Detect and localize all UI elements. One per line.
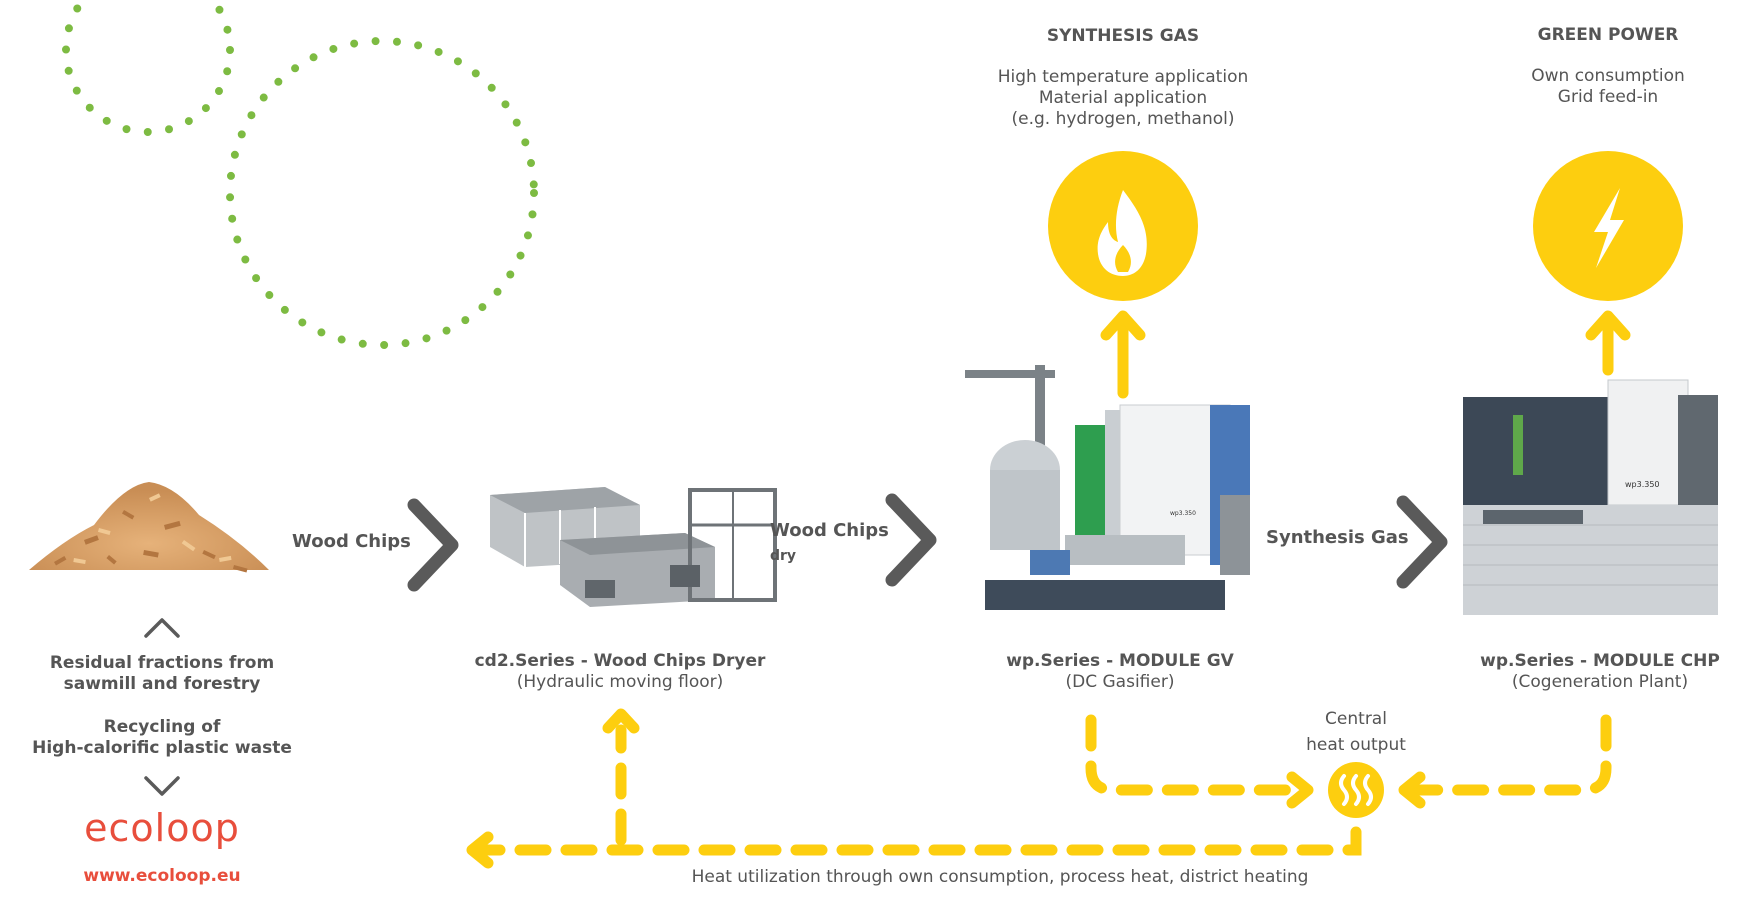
dryer-subtitle: (Hydraulic moving floor): [516, 672, 724, 692]
flow-label-synthesis-gas: Synthesis Gas: [1266, 527, 1409, 548]
arrow-up-to-synthesis: [1100, 310, 1146, 399]
chp-subtitle: (Cogeneration Plant): [1511, 672, 1689, 692]
ecoloop-logo: ecoloop: [84, 806, 240, 850]
chp-badge: wp3.350: [1625, 480, 1660, 489]
flame-icon: [1097, 190, 1147, 276]
wood-chips-pile-image: [29, 482, 269, 573]
heat-utilization-caption: Heat utilization through own consumption…: [691, 867, 1309, 887]
heat-waves-icon: [1339, 774, 1373, 806]
residual-line-2: sawmill and forestry: [63, 674, 261, 694]
synthesis-gas-line-3: (e.g. hydrogen, methanol): [1011, 109, 1235, 129]
synthesis-gas-line-1: High temperature application: [997, 67, 1249, 87]
central-heat-line-1: Central: [1325, 709, 1387, 729]
arrowhead-into-hub-left: [1286, 771, 1314, 809]
chevron-down-icon: [144, 776, 180, 796]
lightning-icon: [1594, 188, 1624, 268]
gasifier-badge: wp3.350: [1170, 510, 1196, 517]
central-heat-line-2: heat output: [1306, 735, 1406, 755]
flow-label-dry: dry: [770, 548, 797, 564]
chevron-arrow-1: [407, 498, 459, 592]
chevron-arrow-2: [885, 493, 937, 587]
arrowhead-up-dryer: [602, 708, 640, 734]
chp-title: wp.Series - MODULE CHP: [1480, 651, 1720, 671]
heat-dashed-lines: [474, 714, 1612, 856]
recycling-line-1: Recycling of: [103, 717, 221, 737]
green-power-line-2: Grid feed-in: [1557, 87, 1659, 107]
residual-line-1: Residual fractions from: [49, 653, 275, 673]
chp-module-image: wp3.350: [1463, 379, 1718, 615]
arrowhead-into-hub-right: [1398, 771, 1426, 809]
synthesis-gas-title: SYNTHESIS GAS: [1046, 26, 1200, 46]
chevron-up-icon: [144, 618, 180, 638]
gasifier-title: wp.Series - MODULE GV: [1006, 651, 1234, 671]
flow-label-wood-chips-dry: Wood Chips: [770, 520, 889, 541]
flow-label-wood-chips: Wood Chips: [292, 531, 411, 552]
gasifier-module-image: wp3.350: [965, 365, 1250, 610]
wood-chips-dryer-image: [490, 487, 777, 607]
dryer-title: cd2.Series - Wood Chips Dryer: [474, 651, 766, 671]
large-dotted-circle: [226, 37, 538, 349]
recycling-line-2: High-calorific plastic waste: [32, 738, 292, 758]
chevron-arrow-3: [1396, 495, 1448, 589]
small-dotted-circle: [62, 0, 234, 136]
green-power-title: GREEN POWER: [1537, 25, 1679, 45]
gasifier-subtitle: (DC Gasifier): [1065, 672, 1175, 692]
arrow-up-to-power: [1585, 310, 1631, 376]
ecoloop-url[interactable]: www.ecoloop.eu: [83, 866, 241, 886]
green-power-line-1: Own consumption: [1531, 66, 1685, 86]
arrowhead-left: [466, 831, 494, 869]
synthesis-gas-line-2: Material application: [1038, 88, 1208, 108]
